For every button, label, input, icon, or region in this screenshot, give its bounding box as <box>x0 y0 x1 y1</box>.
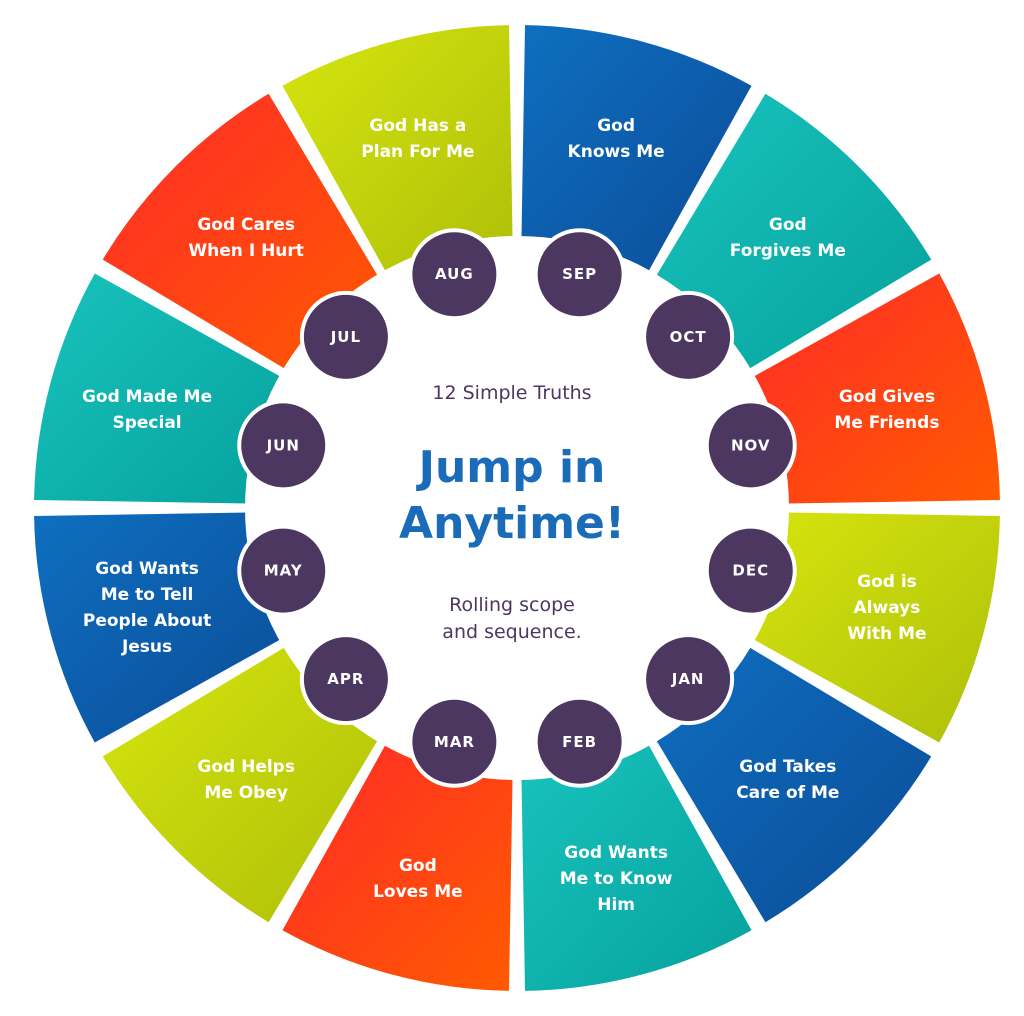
month-label-feb: FEB <box>562 733 597 751</box>
month-badge-feb <box>533 695 626 788</box>
subtitle: Rolling scope and sequence. <box>312 592 712 646</box>
segment-jan <box>651 642 932 923</box>
segment-label-line: God Wants <box>95 559 199 579</box>
segment-label-line: Him <box>597 895 635 915</box>
segment-label-line: God Wants <box>564 843 668 863</box>
segment-label-line: Forgives Me <box>730 241 846 261</box>
segment-jun <box>34 273 288 504</box>
month-badge-jul <box>299 290 392 383</box>
segment-label-line: Jesus <box>121 637 172 657</box>
segment-label-line: People About <box>83 611 211 631</box>
segment-label-line: God Made Me <box>82 387 212 407</box>
segment-label-line: God Takes <box>739 757 836 777</box>
subtitle-line-2: and sequence. <box>442 621 582 643</box>
month-badge-may <box>237 524 330 617</box>
segment-nov <box>746 273 1000 504</box>
month-label-apr: APR <box>327 670 364 688</box>
month-badge-mar <box>408 695 501 788</box>
segment-label-line: Me Obey <box>204 783 288 803</box>
segment-jul <box>102 93 383 374</box>
segment-label-line: God Gives <box>839 387 935 407</box>
month-label-may: MAY <box>264 562 303 580</box>
segment-aug <box>282 25 513 279</box>
eyebrow-text: 12 Simple Truths <box>432 382 592 404</box>
month-badge-oct <box>642 290 735 383</box>
segment-dec <box>746 512 1000 743</box>
headline-line-1: Jump in <box>418 442 606 493</box>
month-badge-nov <box>704 399 797 492</box>
month-label-mar: MAR <box>434 733 475 751</box>
segment-label-line: God <box>399 856 437 876</box>
month-label-sep: SEP <box>562 265 597 283</box>
month-badge-sep <box>533 228 626 321</box>
month-badge-apr <box>299 633 392 726</box>
segment-label-aug: God Has a Plan For Me <box>361 116 474 162</box>
month-badge-dec <box>704 524 797 617</box>
segment-label-line: God <box>597 116 635 136</box>
month-layer: SEP OCT NOV DEC JAN FEB MAR APR MAY JUN JUL AUG <box>237 228 797 788</box>
segment-label-line: Plan For Me <box>361 142 474 162</box>
segment-label-line: Me to Tell <box>101 585 194 605</box>
segment-label-line: Care of Me <box>736 783 839 803</box>
segment-label-line: God is <box>857 572 917 592</box>
segment-label-nov: God Gives Me Friends <box>834 387 939 433</box>
segment-label-line: Me Friends <box>834 413 939 433</box>
segment-label-line: With Me <box>847 624 926 644</box>
center-circle <box>245 236 789 780</box>
headline: Jump in Anytime! <box>312 440 712 552</box>
month-badge-jun <box>237 399 330 492</box>
segment-label-line: Knows Me <box>568 142 665 162</box>
month-label-jun: JUN <box>266 436 300 454</box>
month-badge-aug <box>408 228 501 321</box>
segment-apr <box>102 642 383 923</box>
month-label-nov: NOV <box>731 436 771 454</box>
month-label-jul: JUL <box>330 328 361 346</box>
segment-label-line: God Cares <box>197 215 295 235</box>
center-text: 12 Simple Truths Jump in Anytime! Rollin… <box>312 300 712 716</box>
month-label-oct: OCT <box>670 328 707 346</box>
segment-label-line: God Has a <box>369 116 466 136</box>
month-label-jan: JAN <box>671 670 705 688</box>
segment-label-line: Loves Me <box>373 882 463 902</box>
segment-may <box>34 512 288 743</box>
segment-label-line: God <box>769 215 807 235</box>
segment-label-line: God Helps <box>197 757 295 777</box>
segment-label-line: Special <box>112 413 181 433</box>
segment-sep <box>521 25 752 279</box>
segment-mar <box>282 737 513 991</box>
segment-label-line: Always <box>854 598 921 618</box>
segment-label-jun: God Made Me Special <box>82 387 212 433</box>
subtitle-line-1: Rolling scope <box>449 594 575 616</box>
segment-feb <box>521 737 752 991</box>
headline-line-2: Anytime! <box>399 498 625 549</box>
segment-label-apr: God Helps Me Obey <box>197 757 295 803</box>
month-badge-jan <box>642 633 735 726</box>
segment-label-line: Me to Know <box>560 869 673 889</box>
month-label-aug: AUG <box>435 265 474 283</box>
segment-oct <box>651 93 932 374</box>
segment-label-line: When I Hurt <box>188 241 304 261</box>
month-label-dec: DEC <box>732 562 769 580</box>
